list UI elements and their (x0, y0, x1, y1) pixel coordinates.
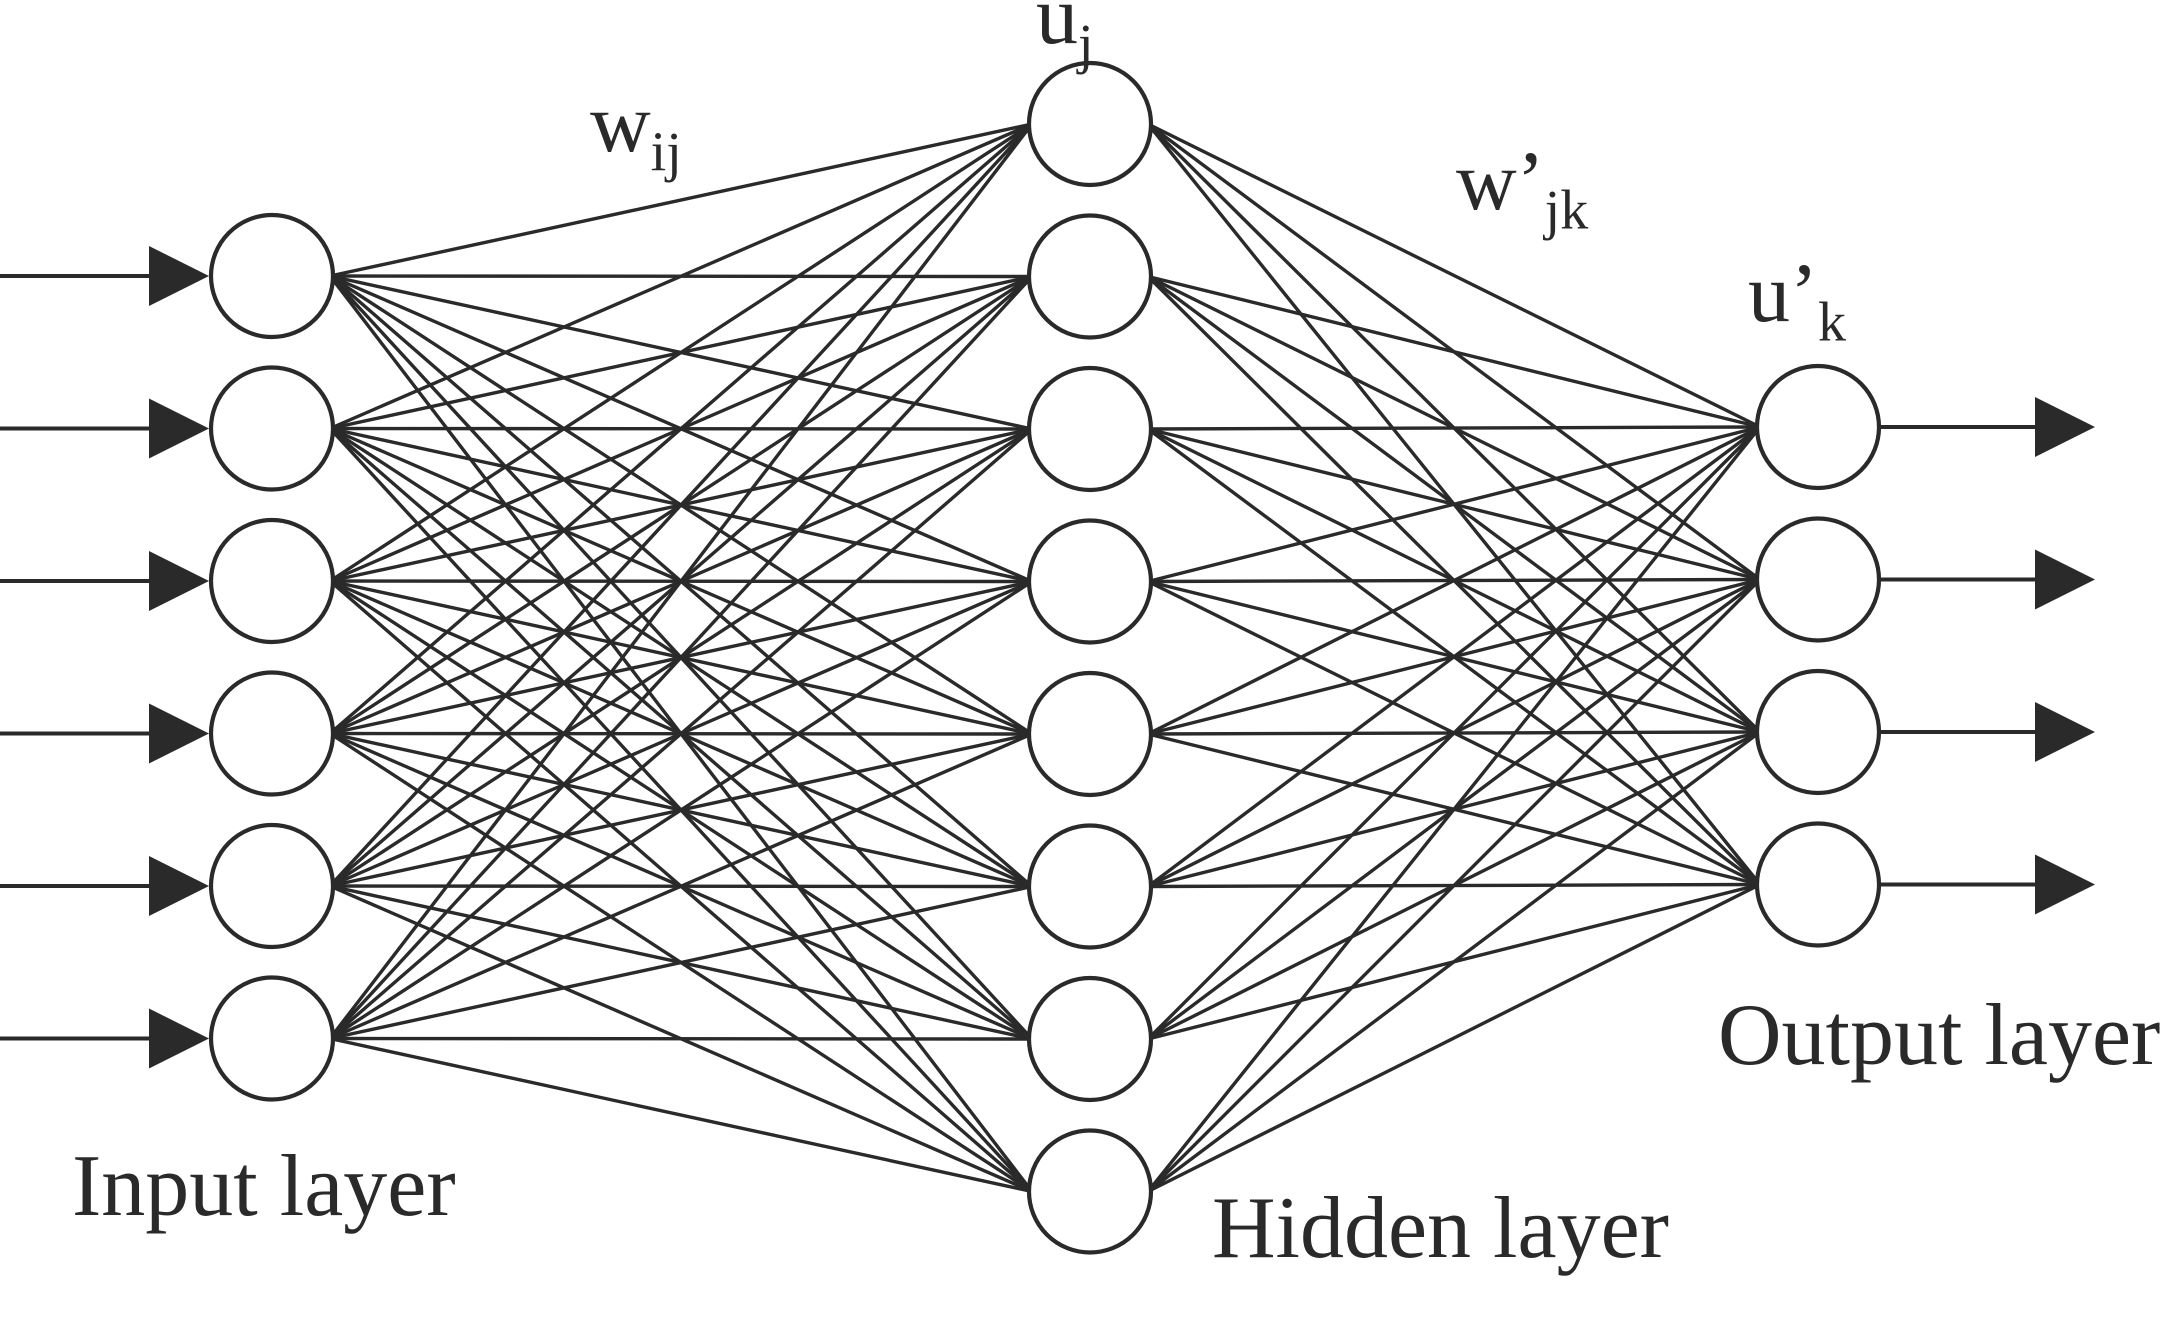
connection-hidden-8-to-output-1 (1146, 425, 1762, 1194)
input-arrow-1 (0, 246, 209, 306)
hidden-neuron-8 (1026, 1128, 1154, 1255)
connection-input-6-to-hidden-4 (328, 579, 1034, 1041)
connection-hidden-8-to-output-3 (1146, 730, 1762, 1194)
connections (328, 122, 1762, 1194)
hidden-unit-symbol: uj (1036, 0, 1094, 73)
output-weight-symbol: w’jk (1456, 140, 1588, 239)
connection-input-6-to-hidden-7 (328, 1036, 1034, 1041)
input-arrow-6 (0, 1008, 209, 1069)
input-arrow-2 (0, 398, 209, 459)
input-neuron-4 (208, 670, 336, 797)
input-neuron-2 (208, 365, 336, 492)
input-weight-base: w (590, 77, 651, 170)
connection-hidden-6-to-output-1 (1146, 425, 1762, 889)
output-weight-base: w (1456, 135, 1517, 228)
output-unit-prime: ’ (1790, 247, 1818, 340)
output-layer-label: Output layer (1718, 987, 2161, 1084)
hidden-unit-base: u (1036, 0, 1078, 62)
output-weight-subscript: jk (1544, 179, 1589, 242)
input-weight-symbol: wij (590, 82, 682, 181)
connection-hidden-7-to-output-1 (1146, 425, 1762, 1041)
hidden-neuron-4 (1026, 518, 1154, 645)
connection-input-3-to-hidden-1 (328, 122, 1034, 583)
connection-hidden-8-to-output-4 (1146, 882, 1762, 1194)
output-neuron-4 (1754, 821, 1882, 948)
input-neuron-1 (208, 212, 336, 340)
output-unit-symbol: u’k (1748, 252, 1846, 351)
io-arrows (0, 246, 2095, 1069)
output-unit-subscript: k (1817, 291, 1846, 354)
hidden-layer-label: Hidden layer (1212, 1180, 1669, 1277)
connection-hidden-8-to-output-2 (1146, 577, 1762, 1194)
output-arrow-3 (1881, 702, 2095, 762)
connection-input-6-to-hidden-6 (328, 884, 1034, 1041)
output-neuron-2 (1754, 516, 1882, 643)
hidden-neuron-3 (1026, 365, 1154, 493)
connection-hidden-3-to-output-1 (1146, 425, 1762, 431)
hidden-neuron-7 (1026, 975, 1154, 1103)
connection-input-2-to-hidden-1 (328, 122, 1034, 431)
hidden-neuron-5 (1026, 670, 1154, 798)
output-neuron-3 (1754, 668, 1882, 796)
connection-input-6-to-hidden-5 (328, 732, 1034, 1041)
input-weight-subscript: ij (650, 121, 682, 184)
connection-input-4-to-hidden-1 (328, 122, 1034, 736)
input-arrow-5 (0, 856, 209, 916)
hidden-neuron-2 (1026, 213, 1154, 340)
output-neuron-1 (1754, 363, 1882, 491)
connection-hidden-5-to-output-1 (1146, 425, 1762, 736)
hidden-neuron-6 (1026, 823, 1154, 950)
input-layer-label: Input layer (72, 1138, 456, 1235)
input-neuron-6 (208, 975, 336, 1102)
input-arrow-3 (0, 551, 209, 611)
input-neuron-5 (208, 822, 336, 950)
connection-input-5-to-hidden-1 (328, 122, 1034, 888)
connection-input-6-to-hidden-2 (328, 274, 1034, 1041)
connection-input-6-to-hidden-1 (328, 122, 1034, 1041)
output-arrow-4 (1881, 854, 2095, 915)
hidden-neuron-1 (1026, 60, 1154, 188)
neurons (208, 60, 1882, 1255)
connection-input-6-to-hidden-3 (328, 427, 1034, 1041)
connection-hidden-2-to-output-1 (1146, 274, 1762, 429)
connection-hidden-1-to-output-1 (1146, 122, 1762, 429)
input-arrow-4 (0, 703, 209, 764)
connection-hidden-4-to-output-1 (1146, 425, 1762, 584)
connection-input-6-to-hidden-8 (328, 1036, 1034, 1194)
output-arrow-1 (1881, 397, 2095, 457)
output-unit-base: u (1748, 247, 1790, 340)
hidden-unit-subscript: j (1078, 13, 1094, 76)
output-weight-prime: ’ (1516, 135, 1545, 228)
output-arrow-2 (1881, 549, 2095, 610)
connection-input-1-to-hidden-1 (328, 122, 1034, 278)
input-neuron-3 (208, 517, 336, 645)
